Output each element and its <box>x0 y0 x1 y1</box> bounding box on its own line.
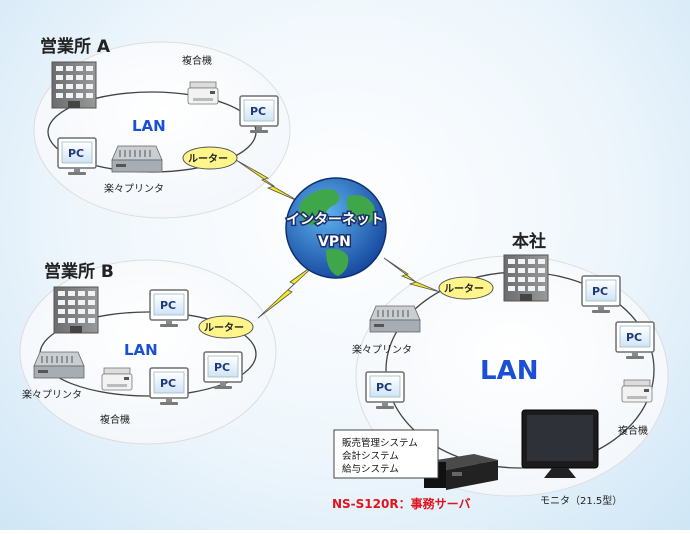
mfp-label: 複合機 <box>100 413 130 426</box>
mfp-label: 複合機 <box>618 424 648 437</box>
site-b: 営業所 B PC PC PC 楽々プリンタ 複合機 LAN ルーター <box>19 259 277 445</box>
lan-label: LAN <box>132 117 166 135</box>
monitor-label: モニタ（21.5型） <box>540 494 622 507</box>
dot-matrix-printer-icon <box>369 305 421 333</box>
printer-label: 楽々プリンタ <box>352 343 412 356</box>
system-item: 給与システム <box>342 463 399 475</box>
building-icon <box>503 254 549 302</box>
site-b-name: 営業所 B <box>44 261 114 282</box>
lan-label: LAN <box>480 356 538 386</box>
router-label: ルーター <box>188 153 228 165</box>
pc-label: PC <box>160 377 176 390</box>
printer-label: 楽々プリンタ <box>104 182 164 195</box>
dot-matrix-printer-icon <box>111 145 163 173</box>
system-item: 販売管理システム <box>342 437 418 449</box>
monitor-icon <box>521 409 599 478</box>
server-label: NS-S120R：事務サーバ <box>332 496 470 511</box>
site-hq-name: 本社 <box>512 231 546 252</box>
mfp-icon <box>621 379 653 403</box>
mfp-label: 複合機 <box>182 54 212 67</box>
lan-label: LAN <box>124 341 158 359</box>
pc-label: PC <box>250 105 266 118</box>
pc-label: PC <box>626 331 642 344</box>
router-label: ルーター <box>444 283 484 295</box>
pc-label: PC <box>592 285 608 298</box>
pc-label: PC <box>214 361 230 374</box>
printer-label: 楽々プリンタ <box>22 388 82 401</box>
internet-label: インターネット <box>286 212 384 228</box>
globe-icon <box>285 177 387 279</box>
mfp-icon <box>187 81 219 105</box>
dot-matrix-printer-icon <box>33 351 85 379</box>
site-a: 営業所 A 複合機 PC PC 楽々プリンタ LAN ルーター <box>33 36 291 219</box>
lightning-icon <box>383 257 441 293</box>
building-icon <box>53 286 99 334</box>
pc-label: PC <box>160 299 176 312</box>
server-icon <box>424 454 498 490</box>
mfp-icon <box>101 367 133 391</box>
building-icon <box>51 61 97 109</box>
vpn-label: VPN <box>318 234 351 250</box>
systems-box: 販売管理システム 会計システム 給与システム <box>333 429 439 479</box>
site-hq: 本社 PC PC 複合機 楽々プリンタ PC LAN ルーター モニタ（21.5… <box>332 231 669 511</box>
pc-label: PC <box>376 381 392 394</box>
pc-label: PC <box>68 147 84 160</box>
router-label: ルーター <box>204 322 244 334</box>
system-item: 会計システム <box>342 450 399 462</box>
site-a-name: 営業所 A <box>40 36 111 57</box>
